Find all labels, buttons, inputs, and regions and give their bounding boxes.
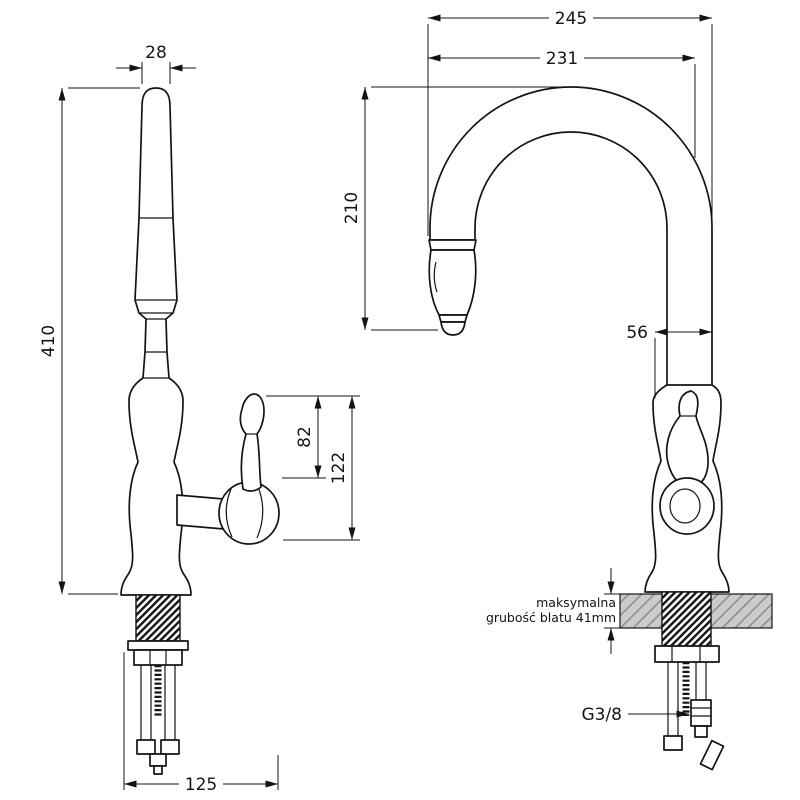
dim-82: 82 <box>266 395 360 479</box>
dim-125: 125 <box>123 652 279 795</box>
dim-231: 231 <box>428 48 696 158</box>
note-counter-thickness: maksymalna grubość blatu 41mm <box>486 568 616 654</box>
side-mounting-hardware <box>654 645 725 771</box>
dim-245-value: 245 <box>555 9 587 29</box>
front-handle-connector <box>176 494 225 530</box>
side-handle-ring-inner <box>669 488 701 524</box>
side-spray-button <box>433 261 438 293</box>
counter-note-line1: maksymalna <box>536 595 616 610</box>
dim-56: 56 <box>626 323 713 398</box>
g38-value: G3/8 <box>581 705 622 725</box>
dim-28-value: 28 <box>145 43 167 63</box>
dim-82-value: 82 <box>295 426 315 448</box>
front-view-faucet <box>120 87 280 775</box>
side-handle-ring <box>659 477 715 535</box>
dim-410: 410 <box>39 87 140 595</box>
front-handle-ball-seam <box>225 488 233 538</box>
front-threaded-shank <box>135 594 181 642</box>
side-view-faucet <box>428 86 730 771</box>
side-threaded-shank <box>661 591 712 647</box>
counter-note-line2: grubość blatu 41mm <box>486 610 616 625</box>
front-mounting-hardware <box>127 640 189 775</box>
dim-410-value: 410 <box>39 325 59 357</box>
label-g38: G3/8 <box>581 705 689 725</box>
dim-210: 210 <box>342 86 564 331</box>
side-spray-nozzle <box>440 321 466 336</box>
front-handle-ball-seam-2 <box>256 486 264 539</box>
side-spray-head <box>428 239 477 336</box>
dim-125-value: 125 <box>185 775 217 795</box>
dim-122-value: 122 <box>329 452 349 484</box>
dim-210-value: 210 <box>342 192 362 224</box>
dim-28: 28 <box>116 43 196 84</box>
g38-connector <box>690 699 712 727</box>
dim-231-value: 231 <box>546 49 578 69</box>
dim-122: 122 <box>283 396 360 541</box>
front-handle-lever <box>239 393 265 492</box>
front-spout-joint-lines <box>135 217 177 379</box>
dim-56-value: 56 <box>626 323 648 343</box>
side-gooseneck-spout <box>429 86 713 387</box>
